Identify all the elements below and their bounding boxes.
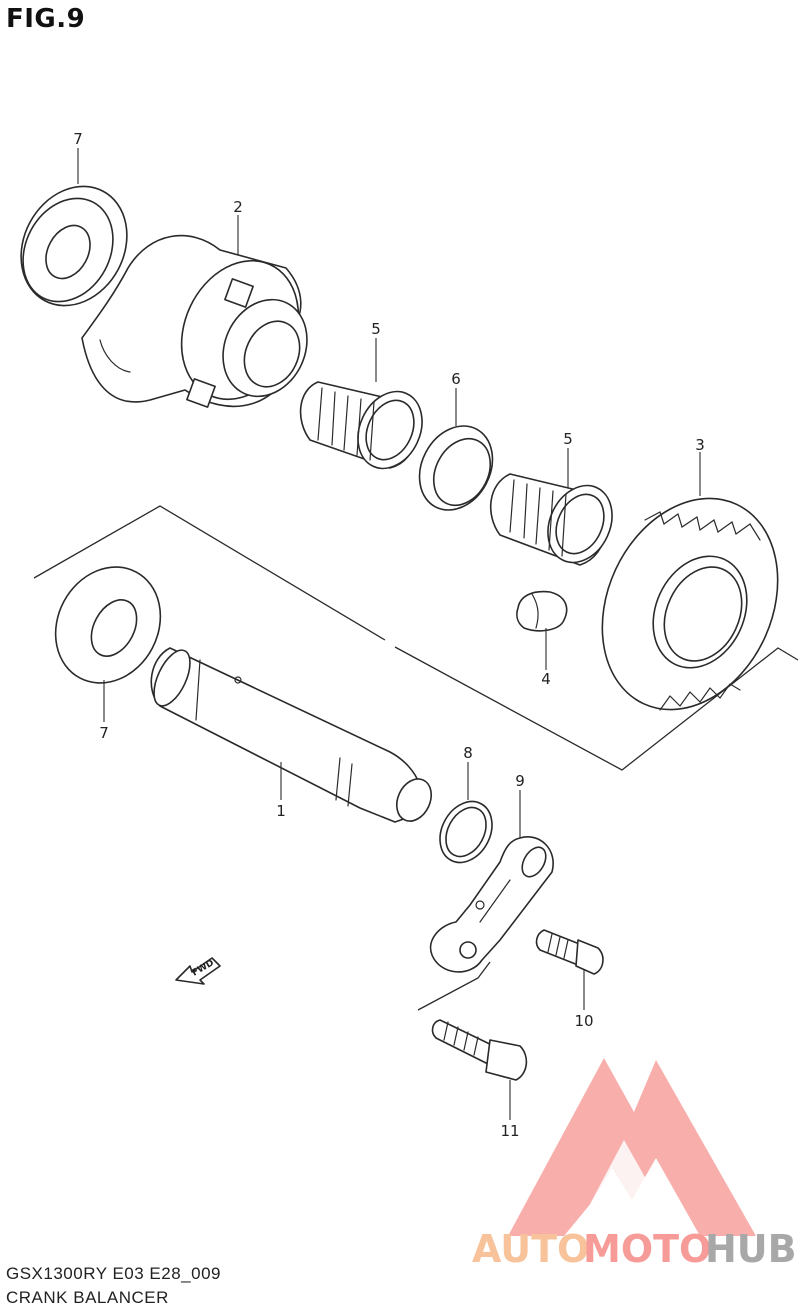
callout-4: 4: [541, 670, 551, 688]
part-3-balancer-gear: [601, 497, 779, 711]
figure-title: FIG.9: [6, 4, 86, 34]
assembly-frame-upper: [33, 505, 386, 641]
part-5-needle-bearing-upper: [299, 381, 423, 470]
part-1-balancer-shaft: [150, 647, 433, 823]
part-4-key: [516, 590, 568, 632]
watermark-hub: HUB: [705, 1227, 797, 1271]
callout-5-upper: 5: [371, 320, 381, 338]
watermark-moto: MOTO: [583, 1227, 711, 1271]
watermark-logo: AUTO MOTO HUB: [472, 1058, 797, 1271]
part-5-needle-bearing-lower: [489, 473, 613, 566]
part-10-bolt: [535, 929, 604, 975]
part-11-bolt: [431, 1019, 528, 1081]
part-9-adjuster-lever: [429, 836, 554, 973]
watermark-triangle-icon: [508, 1058, 756, 1236]
callout-5-lower: 5: [563, 430, 573, 448]
callout-7-upper: 7: [73, 130, 83, 148]
group-name: CRANK BALANCER: [6, 1288, 169, 1307]
model-code: GSX1300RY E03 E28_009: [6, 1264, 221, 1283]
part-8-o-ring: [439, 800, 493, 864]
part-7-oil-seal-upper: [20, 185, 128, 307]
callout-2: 2: [233, 198, 243, 216]
callout-11: 11: [500, 1122, 519, 1140]
assembly-frame-bottom: [417, 961, 491, 1011]
part-6-spacer: [418, 425, 494, 511]
callout-6: 6: [451, 370, 461, 388]
callout-3: 3: [695, 436, 705, 454]
watermark-auto: AUTO: [472, 1227, 589, 1271]
callout-10: 10: [574, 1012, 593, 1030]
part-2-balancer-weight: [81, 234, 308, 408]
callout-7-lower: 7: [99, 724, 109, 742]
callout-1: 1: [276, 802, 286, 820]
callout-leaders: [77, 148, 701, 1120]
assembly-frame-lower: [394, 646, 799, 771]
fwd-direction-arrow: FWD: [175, 957, 221, 985]
callout-8: 8: [463, 744, 473, 762]
callout-9: 9: [515, 772, 525, 790]
part-7-oil-seal-lower: [54, 566, 162, 684]
